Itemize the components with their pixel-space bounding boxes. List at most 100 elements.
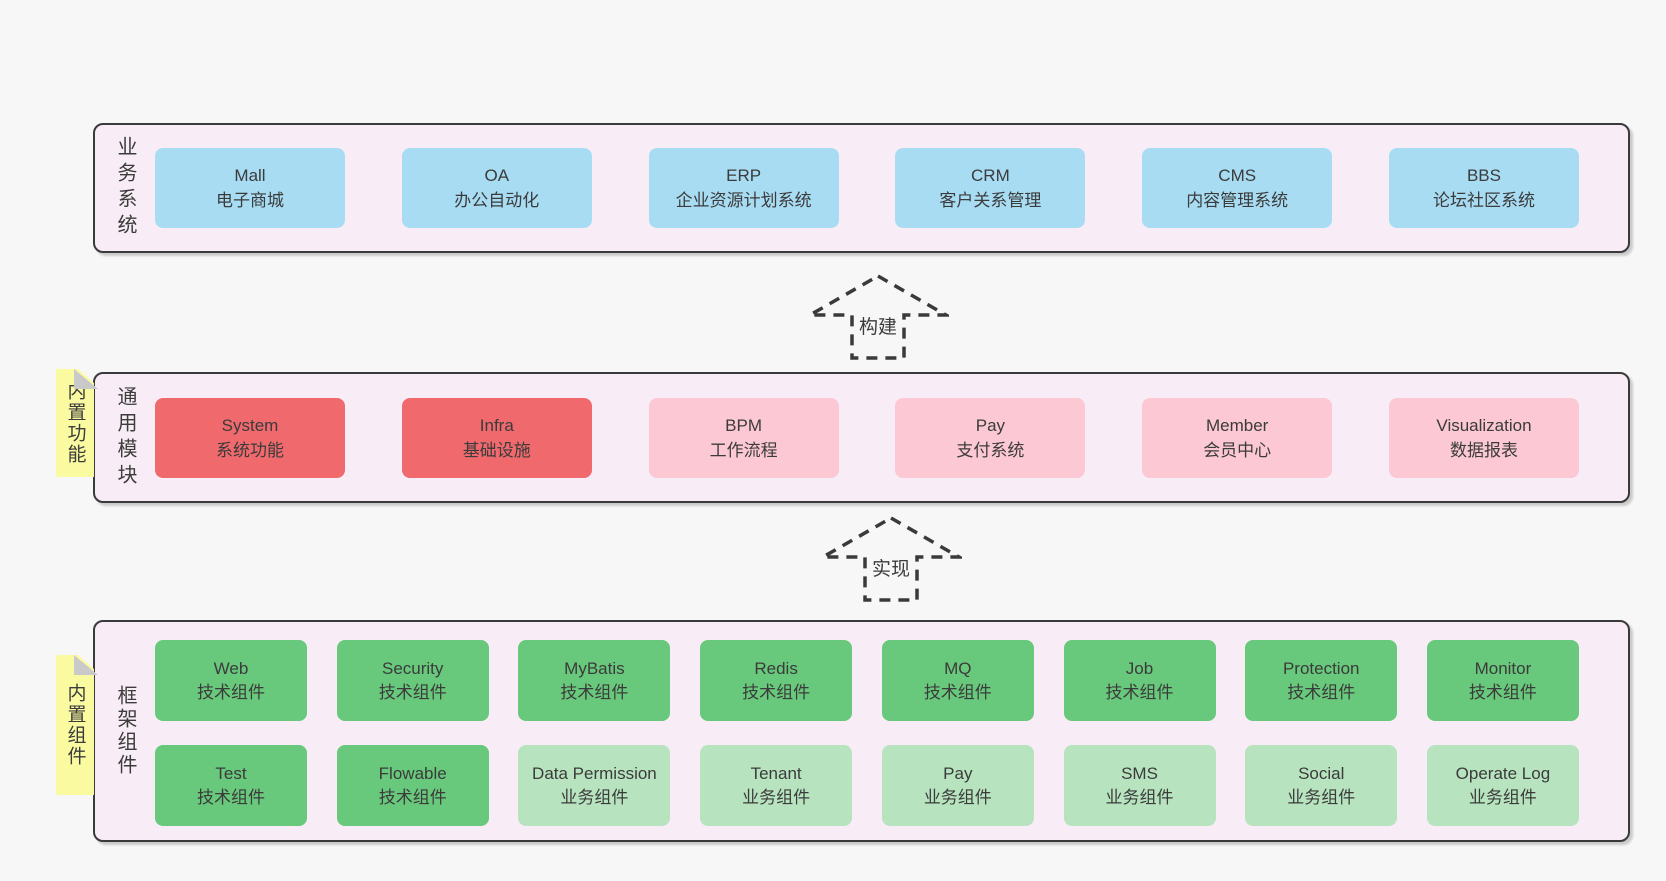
box-mybatis: MyBatis 技术组件 bbox=[518, 640, 671, 721]
box-title: Visualization bbox=[1436, 415, 1532, 435]
box-title: MQ bbox=[944, 658, 972, 678]
box-title: Pay bbox=[975, 415, 1006, 435]
box-visualization: Visualization 数据报表 bbox=[1388, 397, 1579, 478]
box-subtitle: 业务组件 bbox=[1287, 787, 1356, 807]
box-title: Redis bbox=[754, 658, 798, 678]
box-subtitle: 业务组件 bbox=[560, 787, 629, 807]
box-subtitle: 技术组件 bbox=[1468, 682, 1537, 702]
layer-business-systems: 业务系统 Mall 电子商城 OA 办公自动化 ERP 企业资源计划系统 CRM… bbox=[93, 123, 1630, 253]
box-title: Pay bbox=[943, 763, 973, 783]
box-title: Monitor bbox=[1474, 658, 1532, 678]
box-title: Social bbox=[1298, 763, 1345, 783]
box-title: Test bbox=[215, 763, 247, 783]
sticky-note-builtin-components-label: 内置组件 bbox=[64, 683, 86, 767]
box-title: CMS bbox=[1218, 166, 1257, 185]
box-pay-component: Pay 业务组件 bbox=[881, 745, 1034, 826]
layer-label-business-systems: 业务系统 bbox=[114, 136, 136, 240]
framework-components-row-2: Test 技术组件 Flowable 技术组件 Data Permission … bbox=[155, 745, 1579, 826]
box-operate-log: Operate Log 业务组件 bbox=[1426, 745, 1579, 826]
box-subtitle: 技术组件 bbox=[560, 682, 629, 702]
box-subtitle: 基础设施 bbox=[462, 440, 531, 460]
layer-label-framework-components: 框架组件 bbox=[114, 685, 136, 777]
common-modules-box-row: System 系统功能 Infra 基础设施 BPM 工作流程 Pay 支付系统… bbox=[155, 374, 1579, 501]
box-title: Member bbox=[1206, 415, 1269, 435]
box-title: Tenant bbox=[750, 763, 802, 783]
layer-label-common-modules: 通用模块 bbox=[114, 385, 136, 490]
box-subtitle: 客户关系管理 bbox=[939, 191, 1042, 210]
box-title: CRM bbox=[971, 166, 1010, 185]
box-subtitle: 技术组件 bbox=[197, 787, 265, 807]
box-title: ERP bbox=[726, 166, 762, 185]
box-title: Security bbox=[381, 658, 444, 678]
box-title: Flowable bbox=[378, 763, 447, 783]
box-title: Protection bbox=[1282, 658, 1360, 678]
box-title: MyBatis bbox=[564, 658, 625, 678]
box-subtitle: 业务组件 bbox=[923, 787, 992, 807]
box-tenant: Tenant 业务组件 bbox=[700, 745, 853, 826]
box-redis: Redis 技术组件 bbox=[700, 640, 853, 721]
box-subtitle: 会员中心 bbox=[1203, 440, 1272, 460]
box-subtitle: 业务组件 bbox=[1105, 787, 1174, 807]
box-title: SMS bbox=[1121, 763, 1158, 783]
box-monitor: Monitor 技术组件 bbox=[1426, 640, 1579, 721]
block-arrow-up-icon bbox=[820, 515, 962, 602]
box-subtitle: 数据报表 bbox=[1449, 440, 1518, 460]
box-title: BBS bbox=[1466, 166, 1501, 185]
box-subtitle: 技术组件 bbox=[923, 682, 992, 702]
box-data-permission: Data Permission 业务组件 bbox=[518, 745, 671, 826]
box-subtitle: 技术组件 bbox=[742, 682, 811, 702]
box-subtitle: 支付系统 bbox=[956, 440, 1025, 460]
box-bpm: BPM 工作流程 bbox=[648, 397, 839, 478]
box-system: System 系统功能 bbox=[155, 397, 345, 478]
arrow-build-label: 构建 bbox=[855, 311, 901, 340]
box-erp: ERP 企业资源计划系统 bbox=[648, 148, 839, 228]
layer-common-modules: 通用模块 System 系统功能 Infra 基础设施 BPM 工作流程 Pay… bbox=[93, 372, 1630, 503]
box-flowable: Flowable 技术组件 bbox=[336, 745, 489, 826]
box-title: Job bbox=[1125, 658, 1154, 678]
box-title: Mall bbox=[234, 166, 266, 185]
box-title: Data Permission bbox=[532, 763, 657, 783]
box-infra: Infra 基础设施 bbox=[401, 397, 592, 478]
box-subtitle: 办公自动化 bbox=[454, 191, 540, 210]
box-bbs: BBS 论坛社区系统 bbox=[1388, 148, 1579, 228]
box-subtitle: 技术组件 bbox=[1105, 682, 1174, 702]
sticky-note-builtin-components: 内置组件 bbox=[56, 655, 94, 795]
layer-framework-components: 框架组件 Web 技术组件 Security 技术组件 MyBatis 技术组件… bbox=[93, 620, 1630, 842]
box-protection: Protection 技术组件 bbox=[1245, 640, 1398, 721]
box-subtitle: 业务组件 bbox=[1468, 787, 1537, 807]
block-arrow-up-icon bbox=[807, 273, 949, 360]
box-web: Web 技术组件 bbox=[155, 640, 307, 721]
box-subtitle: 内容管理系统 bbox=[1186, 191, 1289, 210]
box-title: System bbox=[221, 415, 279, 435]
box-title: OA bbox=[484, 166, 510, 185]
box-security: Security 技术组件 bbox=[336, 640, 489, 721]
box-subtitle: 论坛社区系统 bbox=[1432, 191, 1535, 210]
box-social: Social 业务组件 bbox=[1245, 745, 1398, 826]
box-cms: CMS 内容管理系统 bbox=[1142, 148, 1333, 228]
box-subtitle: 电子商城 bbox=[216, 191, 284, 210]
box-crm: CRM 客户关系管理 bbox=[895, 148, 1086, 228]
box-subtitle: 技术组件 bbox=[1287, 682, 1356, 702]
box-subtitle: 企业资源计划系统 bbox=[675, 191, 812, 210]
box-subtitle: 技术组件 bbox=[197, 682, 265, 702]
box-title: BPM bbox=[725, 415, 763, 435]
framework-components-row-1: Web 技术组件 Security 技术组件 MyBatis 技术组件 Redi… bbox=[155, 640, 1579, 721]
business-systems-box-row: Mall 电子商城 OA 办公自动化 ERP 企业资源计划系统 CRM 客户关系… bbox=[155, 125, 1579, 251]
box-subtitle: 工作流程 bbox=[709, 440, 778, 460]
arrow-implement-label: 实现 bbox=[868, 553, 914, 582]
box-title: Web bbox=[213, 658, 249, 678]
box-title: Infra bbox=[479, 415, 514, 435]
sticky-note-builtin-features-label: 内置功能 bbox=[64, 381, 86, 465]
box-subtitle: 业务组件 bbox=[742, 787, 811, 807]
arrow-build: 构建 bbox=[807, 273, 949, 361]
box-subtitle: 系统功能 bbox=[216, 440, 284, 460]
box-job: Job 技术组件 bbox=[1063, 640, 1216, 721]
box-subtitle: 技术组件 bbox=[378, 787, 447, 807]
box-subtitle: 技术组件 bbox=[378, 682, 447, 702]
box-test: Test 技术组件 bbox=[155, 745, 307, 826]
box-title: Operate Log bbox=[1455, 763, 1551, 783]
box-sms: SMS 业务组件 bbox=[1063, 745, 1216, 826]
box-pay-module: Pay 支付系统 bbox=[895, 397, 1086, 478]
box-member: Member 会员中心 bbox=[1142, 397, 1333, 478]
